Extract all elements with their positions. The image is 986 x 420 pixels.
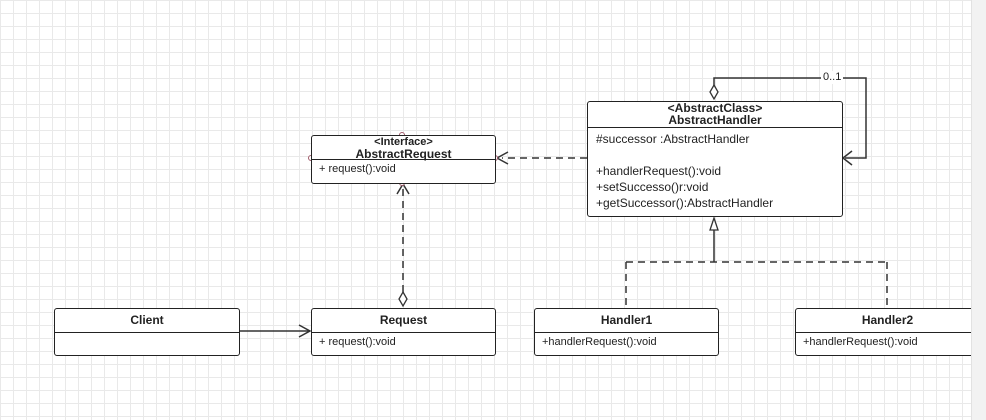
- aggregation-diamond-request: [398, 290, 408, 308]
- operations-compartment: + request():void: [312, 333, 495, 349]
- operations-compartment: + request():void: [312, 160, 495, 176]
- attribute-row: #successor :AbstractHandler: [596, 132, 750, 146]
- multiplicity-label: 0..1: [821, 71, 844, 84]
- stereotype-label: <AbstractClass>: [667, 101, 763, 115]
- arrowhead-request: [298, 324, 312, 338]
- class-name: AbstractRequest: [355, 147, 452, 161]
- generalization-triangle: [709, 215, 719, 231]
- class-handler1[interactable]: Handler1 +handlerRequest():void: [534, 308, 719, 356]
- class-name: AbstractHandler: [668, 113, 762, 127]
- class-name: Handler1: [600, 313, 653, 327]
- operations-compartment: +handlerRequest():void: [796, 333, 979, 349]
- vertical-scrollbar[interactable]: [971, 0, 986, 420]
- class-header: <Interface> AbstractRequest: [312, 136, 495, 161]
- operation-row: + request():void: [319, 163, 396, 175]
- self-association-line: [713, 77, 867, 159]
- operations-compartment: +handlerRequest():void: [535, 333, 718, 349]
- self-association-arrowhead: [841, 150, 853, 166]
- class-header: Client: [55, 309, 239, 333]
- class-name: Client: [130, 313, 164, 327]
- stereotype-label: <Interface>: [374, 136, 433, 148]
- class-header: Handler1: [535, 309, 718, 333]
- operations-compartment: [55, 333, 239, 335]
- class-client[interactable]: Client: [54, 308, 240, 356]
- class-request[interactable]: Request + request():void: [311, 308, 496, 356]
- class-abstract-request[interactable]: <Interface> AbstractRequest + request():…: [311, 135, 496, 184]
- members-compartment: #successor :AbstractHandler +handlerRequ…: [588, 128, 842, 211]
- operation-row: +handlerRequest():void: [542, 336, 657, 348]
- operation-row: +setSuccesso()r:void: [596, 180, 709, 194]
- class-name: Request: [379, 313, 428, 327]
- operation-row: + request():void: [319, 336, 396, 348]
- class-name: Handler2: [861, 313, 914, 327]
- class-handler2[interactable]: Handler2 +handlerRequest():void: [795, 308, 980, 356]
- aggregation-diamond-self: [709, 83, 719, 101]
- class-abstract-handler[interactable]: <AbstractClass> AbstractHandler #success…: [587, 101, 843, 217]
- class-header: <AbstractClass> AbstractHandler: [588, 102, 842, 128]
- operation-row: +handlerRequest():void: [596, 164, 722, 178]
- class-header: Handler2: [796, 309, 979, 333]
- class-header: Request: [312, 309, 495, 333]
- operation-row: +getSuccessor():AbstractHandler: [596, 196, 774, 210]
- operation-row: +handlerRequest():void: [803, 336, 918, 348]
